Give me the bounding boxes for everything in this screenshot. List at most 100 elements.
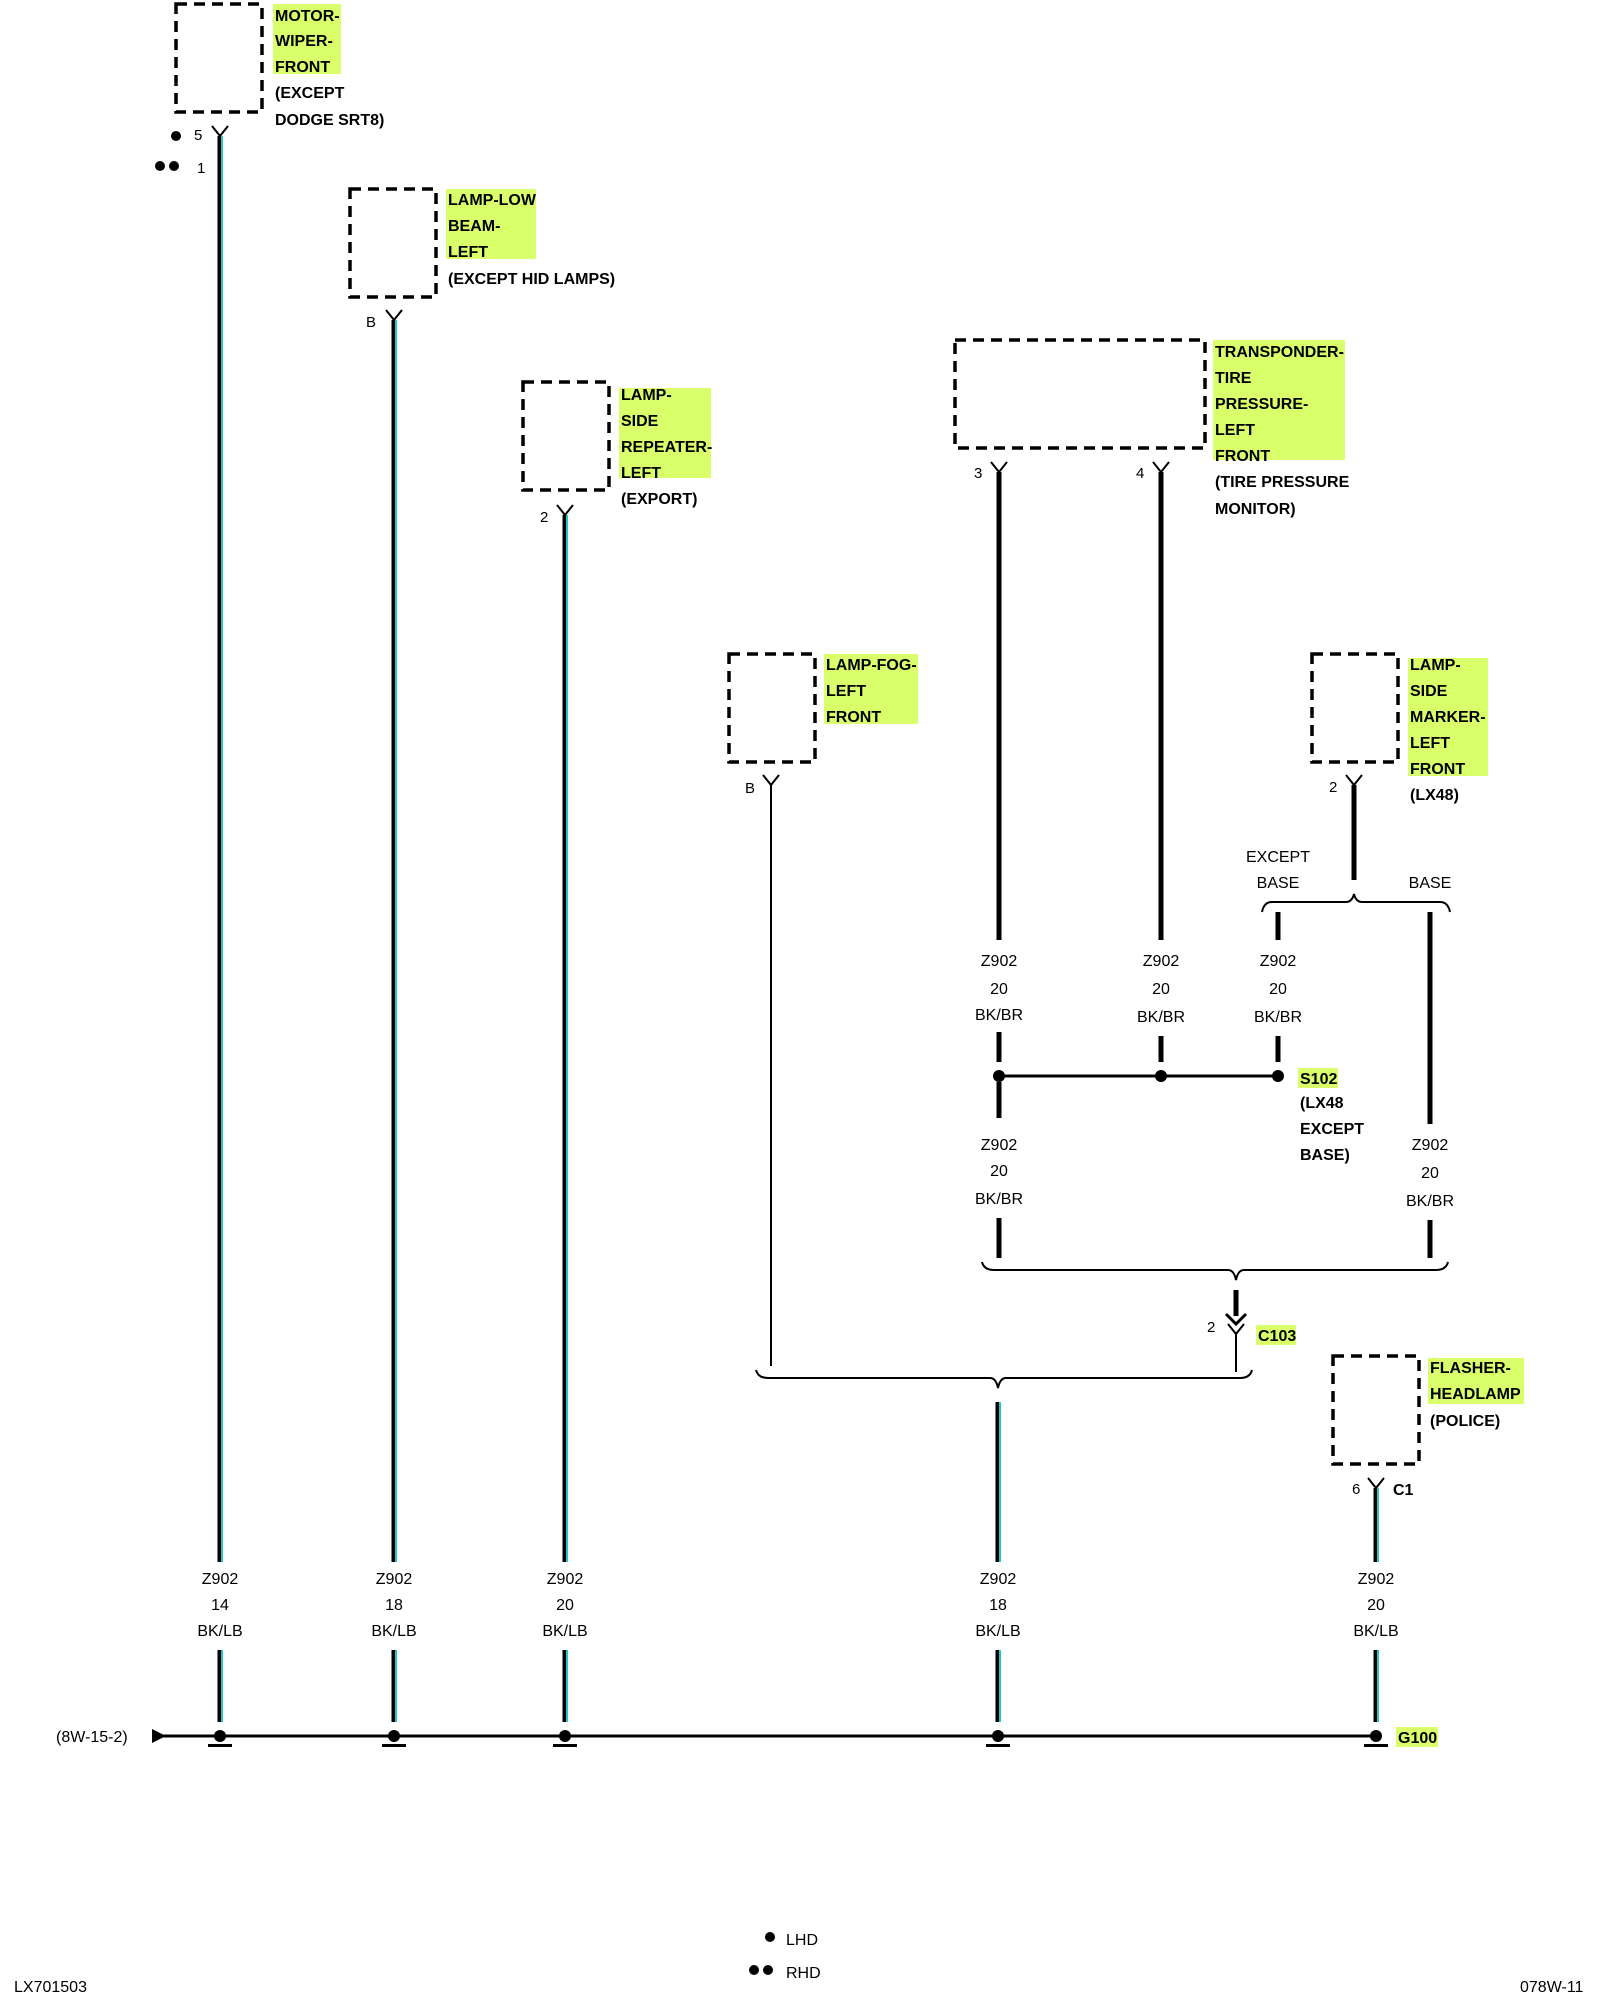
rhd-dot-icon [155,161,165,171]
svg-text:Z902: Z902 [547,1571,584,1588]
transponder-pin-3: 3 [974,465,982,482]
svg-text:Z902: Z902 [202,1571,239,1588]
ground-ref: (8W-15-2) [56,1729,128,1746]
rhd-dot-icon [749,1965,759,1975]
lamp-fog-label-2: LEFT [826,683,866,700]
svg-text:Z902: Z902 [1143,953,1180,970]
transponder-note-1: (TIRE PRESSURE [1215,474,1350,491]
motor-wiper-label-1: MOTOR- [275,8,340,25]
wire-label-1: Z902 14 BK/LB [197,1571,242,1640]
side-repeater-label-2: SIDE [621,413,659,430]
footer-left: LX701503 [14,1979,87,1996]
side-repeater-label-3: REPEATER- [621,439,712,456]
splice-note-1: (LX48 [1300,1095,1344,1112]
svg-text:Z902: Z902 [980,1571,1017,1588]
component-motor-wiper-front: MOTOR- WIPER- FRONT (EXCEPT DODGE SRT8) … [155,2,384,177]
component-lamp-side-marker: LAMP- SIDE MARKER- LEFT FRONT (LX48) 2 [1310,652,1488,804]
wire-lamp-low-beam [391,320,397,1562]
wire-flasher [1373,1488,1379,1562]
wire-motor-wiper [217,136,223,1562]
side-repeater-pin: 2 [540,509,548,526]
side-marker-note: (LX48) [1410,787,1459,804]
motor-wiper-label-3: FRONT [275,59,330,76]
splice-name: S102 [1300,1071,1337,1088]
svg-text:BK/BR: BK/BR [975,1007,1023,1024]
svg-text:20: 20 [1152,981,1170,998]
wire-label-t3: Z902 20 BK/BR [975,953,1023,1024]
lamp-fog-label-1: LAMP-FOG- [826,657,917,674]
svg-text:20: 20 [556,1597,574,1614]
svg-text:BASE: BASE [1409,875,1452,892]
transponder-label-2: TIRE [1215,370,1252,387]
transponder-note-2: MONITOR) [1215,501,1296,518]
lamp-low-beam-pin: B [366,314,376,331]
component-lamp-fog: LAMP-FOG- LEFT FRONT B [727,652,918,797]
transponder-label-5: FRONT [1215,448,1270,465]
flasher-connector-c1: C1 [1393,1482,1414,1499]
arrow-down-icon [1224,1312,1248,1327]
legend-rhd: RHD [786,1965,821,1982]
legend-lhd: LHD [786,1932,818,1949]
side-repeater-label-4: LEFT [621,465,661,482]
side-repeater-label-1: LAMP- [621,387,672,404]
svg-text:2: 2 [1207,1319,1215,1336]
component-lamp-low-beam: LAMP-LOW BEAM- LEFT (EXCEPT HID LAMPS) B [348,187,615,331]
motor-wiper-label-2: WIPER- [275,33,333,50]
wire-label-4: Z902 18 BK/LB [975,1571,1020,1640]
svg-text:BK/LB: BK/LB [975,1623,1020,1640]
svg-text:20: 20 [1421,1165,1439,1182]
svg-text:C103: C103 [1258,1328,1296,1345]
flasher-label-2: HEADLAMP [1430,1386,1521,1403]
svg-text:20: 20 [990,981,1008,998]
svg-text:BK/LB: BK/LB [197,1623,242,1640]
motor-wiper-note-1: (EXCEPT [275,85,345,102]
svg-text:18: 18 [385,1597,403,1614]
transponder-label-1: TRANSPONDER- [1215,344,1344,361]
svg-text:20: 20 [1367,1597,1385,1614]
wire-label-3: Z902 20 BK/LB [542,1571,587,1640]
wire-label-base: Z902 20 BK/BR [1406,1137,1454,1210]
ground-name: G100 [1398,1730,1437,1747]
ground-bus-g100: (8W-15-2) G100 [56,1727,1438,1747]
svg-text:Z902: Z902 [1358,1571,1395,1588]
transponder-pin-4: 4 [1136,465,1144,482]
branch-except-base-base: EXCEPT BASE BASE [1246,849,1452,913]
motor-wiper-note-2: DODGE SRT8) [275,112,384,129]
bracket-fog-merge [755,1369,1253,1389]
transponder-label-4: LEFT [1215,422,1255,439]
wire-label-2: Z902 18 BK/LB [371,1571,416,1640]
svg-text:BASE: BASE [1257,875,1300,892]
flasher-pin: 6 [1352,1481,1360,1498]
side-marker-label-4: LEFT [1410,735,1450,752]
svg-text:Z902: Z902 [981,953,1018,970]
side-marker-label-3: MARKER- [1410,709,1486,726]
wire-side-repeater [562,515,568,1562]
flasher-label-1: FLASHER- [1430,1360,1511,1377]
svg-text:14: 14 [211,1597,229,1614]
svg-text:20: 20 [990,1163,1008,1180]
svg-text:Z902: Z902 [981,1137,1018,1154]
lamp-low-beam-note: (EXCEPT HID LAMPS) [448,271,615,288]
svg-text:BK/LB: BK/LB [542,1623,587,1640]
svg-text:BK/BR: BK/BR [975,1191,1023,1208]
transponder-label-3: PRESSURE- [1215,396,1308,413]
lamp-low-beam-label-1: LAMP-LOW [448,192,537,209]
lamp-low-beam-label-3: LEFT [448,244,488,261]
splice-note-2: EXCEPT [1300,1121,1364,1138]
component-lamp-side-repeater: LAMP- SIDE REPEATER- LEFT (EXPORT) 2 [521,380,712,526]
svg-text:EXCEPT: EXCEPT [1246,849,1310,866]
lamp-low-beam-label-2: BEAM- [448,218,500,235]
wire-label-sp: Z902 20 BK/BR [975,1137,1023,1208]
component-transponder-tire-pressure: TRANSPONDER- TIRE PRESSURE- LEFT FRONT (… [953,338,1350,518]
svg-text:BK/BR: BK/BR [1254,1009,1302,1026]
side-marker-label-2: SIDE [1410,683,1448,700]
side-marker-label-1: LAMP- [1410,657,1461,674]
lamp-fog-pin: B [745,780,755,797]
side-repeater-note: (EXPORT) [621,491,697,508]
splice-note-3: BASE) [1300,1147,1350,1164]
side-marker-label-5: FRONT [1410,761,1465,778]
svg-text:BK/LB: BK/LB [371,1623,416,1640]
motor-wiper-pin-5: 5 [194,127,202,144]
rhd-dot-icon [763,1965,773,1975]
